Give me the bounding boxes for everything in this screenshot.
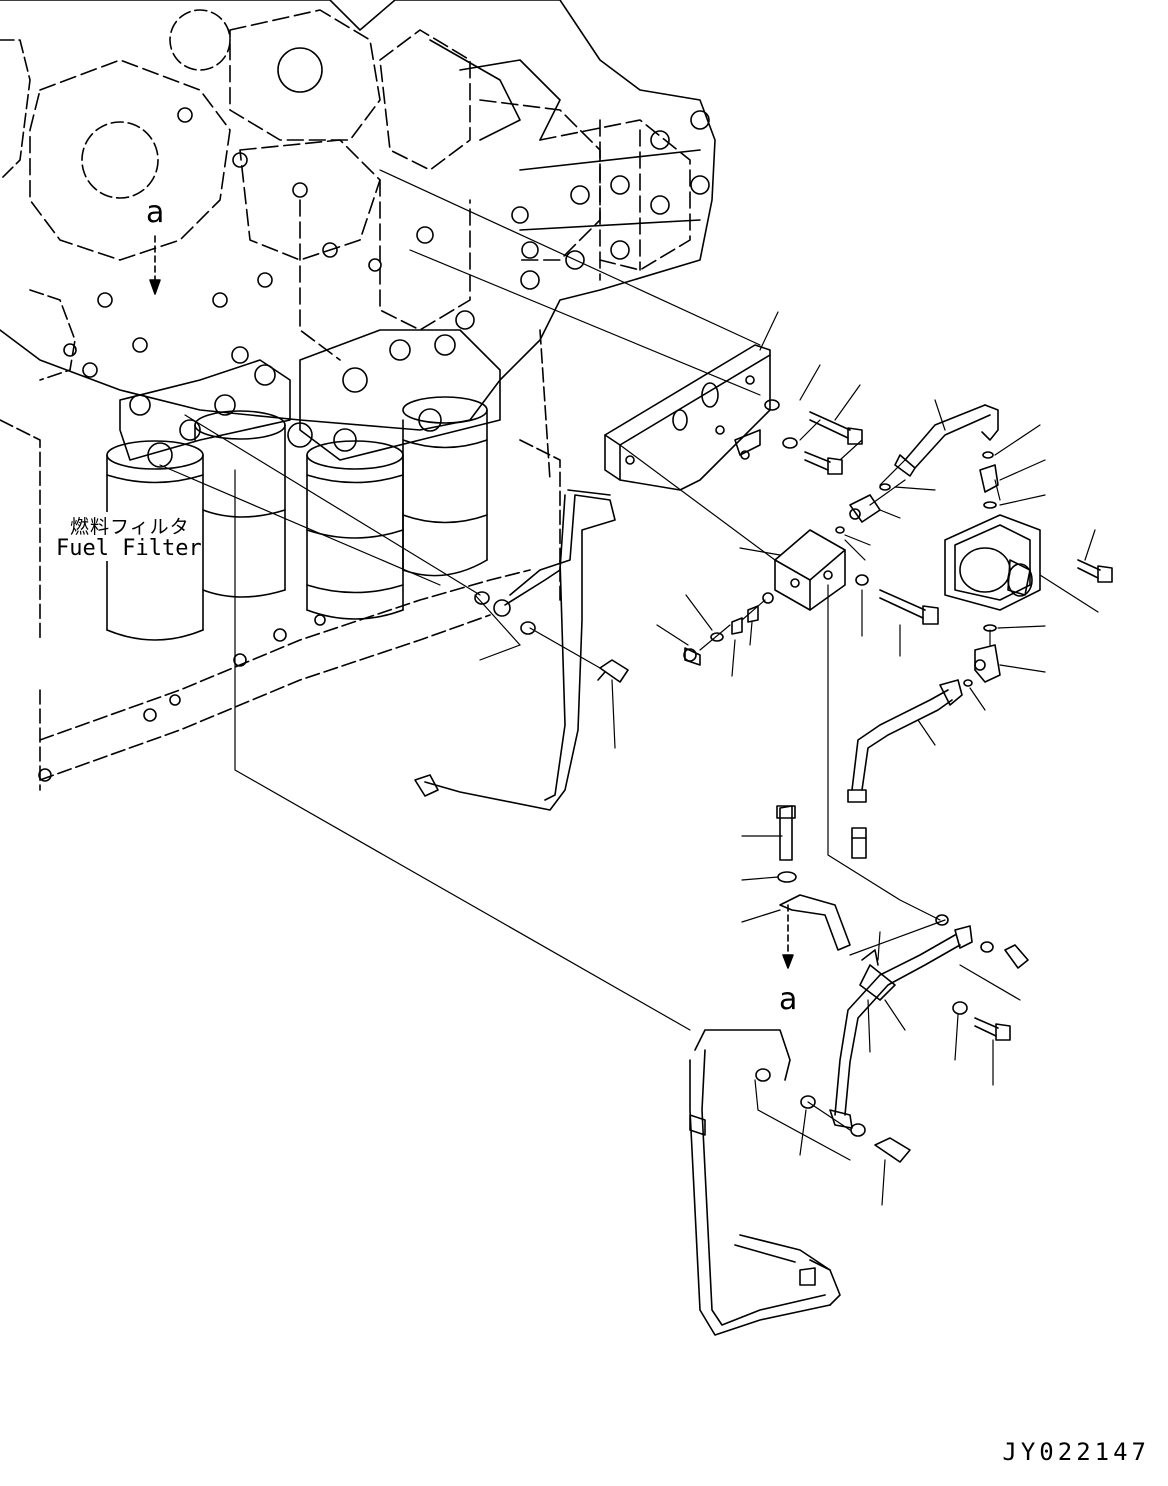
bolt-bracket <box>777 806 795 860</box>
banjo-bolt-tube <box>598 660 628 682</box>
washer-upper <box>765 400 779 410</box>
connector-fitting <box>850 495 880 522</box>
fuel-hose-middle <box>848 680 972 802</box>
plug-lower <box>1005 945 1028 968</box>
o-ring-small-1 <box>880 484 890 490</box>
bolt-lower <box>805 452 842 474</box>
washer-block <box>856 575 868 585</box>
o-ring-tube-lower-2 <box>801 1096 815 1108</box>
o-ring-hose-2 <box>981 942 993 952</box>
plug-screw <box>684 648 700 665</box>
elbow-fitting-upper <box>980 452 998 492</box>
o-ring-tube-1 <box>475 592 489 604</box>
fuel-filter-cartridge-4 <box>403 397 487 576</box>
small-screw-1 <box>732 618 742 634</box>
bolt-lower-right <box>975 1018 1010 1040</box>
bracket-l-clamp <box>780 895 850 950</box>
o-ring-plug <box>711 633 723 641</box>
fuel-tube-left <box>415 490 615 810</box>
leader-lines <box>160 170 1098 1205</box>
o-ring-hose-1 <box>936 915 948 925</box>
fuel-filter-cartridge-2 <box>195 411 285 597</box>
elbow-fitting-lower <box>975 645 1000 682</box>
straight-fitting <box>852 828 866 858</box>
o-ring-small-2 <box>984 502 996 508</box>
filter-head-left <box>120 347 290 467</box>
fuel-filter-label-jp: 燃料フィルタ <box>70 512 190 539</box>
small-screw-3 <box>763 593 773 603</box>
banjo-bolt-lower <box>875 1138 910 1162</box>
fuel-filter-cartridge-3 <box>307 441 403 619</box>
fuel-filter-label-en: Fuel Filter <box>56 536 202 561</box>
fuel-hose-upper <box>895 405 998 476</box>
fuel-tube-lower <box>690 1030 840 1335</box>
mounting-bracket-plate <box>605 345 770 490</box>
fuel-hose-lower <box>830 926 972 1128</box>
o-ring-small-3 <box>836 527 844 533</box>
detail-a-label-bottom: a <box>779 982 798 1017</box>
o-ring-tube-lower-3 <box>851 1124 865 1136</box>
o-ring-tube-lower-1 <box>756 1069 770 1081</box>
small-screw-2 <box>748 606 758 622</box>
washer-lower-right <box>953 1002 967 1014</box>
filter-head-right <box>288 330 500 460</box>
washer-lower <box>783 438 797 448</box>
detail-a-label-top: a <box>146 195 165 230</box>
detail-a-arrow-bottom <box>783 905 793 968</box>
long-bolt-block <box>880 590 938 624</box>
o-ring-tube-2 <box>521 622 535 634</box>
drawing-code: JY022147 <box>1002 1438 1150 1466</box>
detail-a-arrow-top <box>150 236 160 294</box>
bolt-upper <box>810 412 862 444</box>
priming-pump <box>945 515 1040 610</box>
engine-block <box>0 0 715 790</box>
junction-block <box>775 530 845 610</box>
bolt-pump <box>1078 560 1112 582</box>
washer-bracket <box>778 872 796 882</box>
